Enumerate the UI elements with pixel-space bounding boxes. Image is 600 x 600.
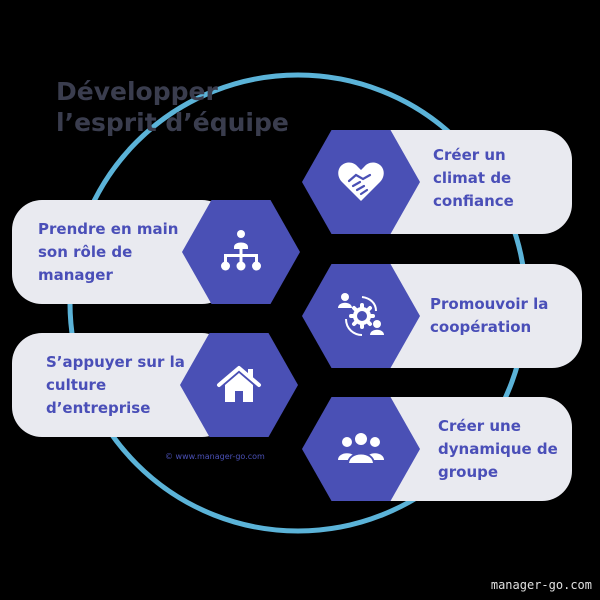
infographic-title: Développer l’esprit d’équipe xyxy=(56,76,289,138)
card-label-dynamique-groupe: Créer une dynamique de groupe xyxy=(438,417,558,481)
house-icon xyxy=(217,366,261,402)
card-label-culture-entreprise: S’appuyer sur la culture d’entreprise xyxy=(46,353,185,417)
group-icon xyxy=(338,431,384,465)
footer-watermark: manager-go.com xyxy=(490,578,592,592)
card-role-manager: Prendre en main son rôle de manager xyxy=(12,200,232,304)
title-line-1: Développer xyxy=(56,77,218,106)
card-label-climat-confiance: Créer un climat de confiance xyxy=(433,146,514,210)
card-label-role-manager: Prendre en main son rôle de manager xyxy=(38,220,179,284)
gear-people-icon xyxy=(338,293,384,336)
handshake-heart-icon xyxy=(338,162,384,201)
card-label-cooperation: Promouvoir la coopération xyxy=(430,295,549,336)
title-line-2: l’esprit d’équipe xyxy=(56,108,289,137)
copyright-credit: © www.manager-go.com xyxy=(165,452,265,461)
org-chart-icon xyxy=(221,230,261,271)
